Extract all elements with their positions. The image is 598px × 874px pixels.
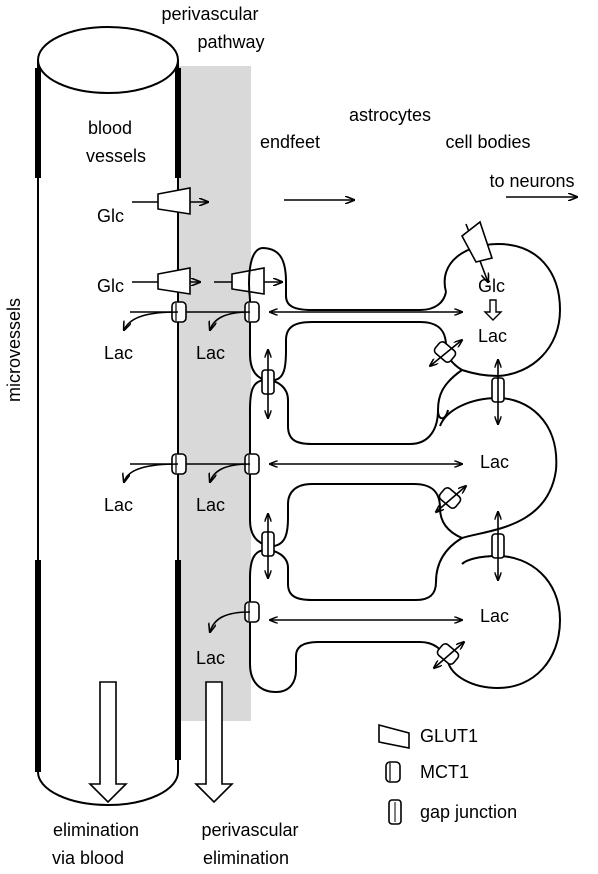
glc-label-cellbody: Glc xyxy=(478,276,505,296)
glut1-transporter-2 xyxy=(157,267,191,295)
elimination-blood-label: elimination xyxy=(53,820,139,840)
blood-vessels-label: blood xyxy=(88,118,132,138)
lac-label-1: Lac xyxy=(104,343,133,363)
blood-vessels-label-2: vessels xyxy=(86,146,146,166)
astrocytes-label: astrocytes xyxy=(349,105,431,125)
endfeet-label: endfeet xyxy=(260,132,320,152)
glut1-transporter-3 xyxy=(231,267,265,295)
perivascular-pathway-label: perivascular xyxy=(161,4,258,24)
to-neurons-label: to neurons xyxy=(489,171,574,191)
lac-label-cellbody-1: Lac xyxy=(478,326,507,346)
cell-body-1 xyxy=(443,242,562,378)
perivascular-elimination-label: perivascular xyxy=(201,820,298,840)
glc-label-1: Glc xyxy=(97,206,124,226)
legend-glut1-label: GLUT1 xyxy=(420,726,478,746)
astrocyte-outline xyxy=(248,247,465,694)
elimination-blood-label-2: via blood xyxy=(52,848,124,868)
glc-to-lac-arrow xyxy=(483,299,503,321)
perivascular-pathway-label-2: pathway xyxy=(197,32,264,52)
lac-label-cellbody-2: Lac xyxy=(480,452,509,472)
microvessels-label: microvessels xyxy=(4,298,24,402)
legend: GLUT1 MCT1 gap junction xyxy=(378,723,517,825)
legend-gap-junction-icon xyxy=(388,799,402,825)
lac-label-cellbody-3: Lac xyxy=(480,606,509,626)
glc-label-2: Glc xyxy=(97,276,124,296)
cell-body-2 xyxy=(437,396,558,539)
microvessel-cylinder xyxy=(35,26,181,806)
legend-glut1-icon xyxy=(378,723,410,749)
legend-mct1-label: MCT1 xyxy=(420,762,469,782)
elimination-via-blood-arrow xyxy=(88,681,128,804)
lac-label-2: Lac xyxy=(196,343,225,363)
legend-gap-junction-label: gap junction xyxy=(420,802,517,822)
perivascular-elimination-label-2: elimination xyxy=(203,848,289,868)
glut1-transporter-cellbody xyxy=(460,220,494,263)
lac-label-3: Lac xyxy=(104,495,133,515)
legend-mct1-icon xyxy=(385,761,401,783)
cell-body-3 xyxy=(447,554,562,690)
lac-label-4: Lac xyxy=(196,495,225,515)
cell-bodies-label: cell bodies xyxy=(445,132,530,152)
perivascular-elimination-arrow xyxy=(194,681,234,804)
glut1-transporter-1 xyxy=(157,187,191,215)
lac-label-5: Lac xyxy=(196,648,225,668)
